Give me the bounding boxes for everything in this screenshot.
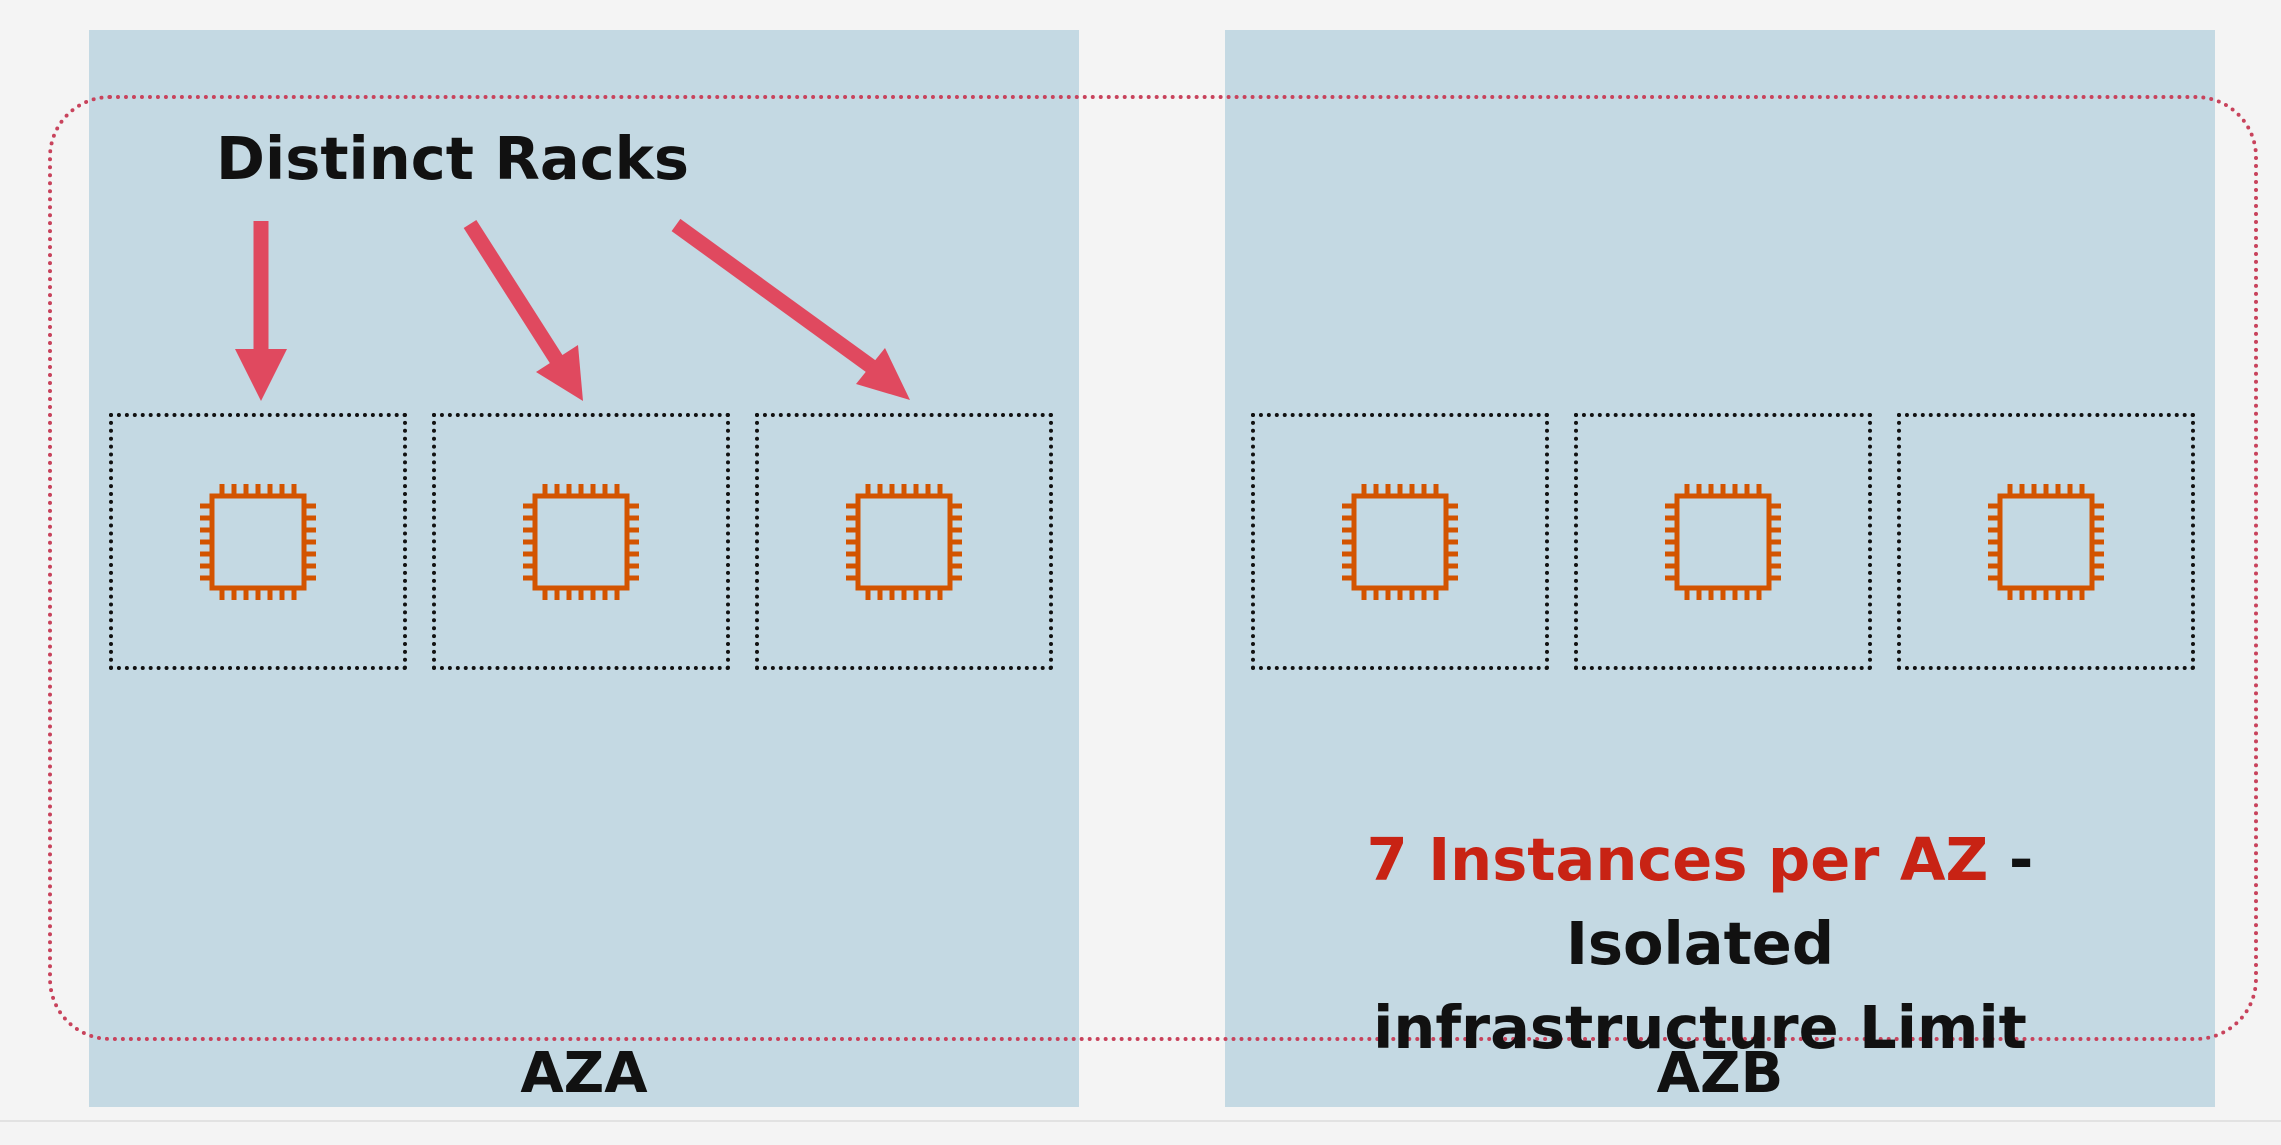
rack-az-b-1: [1251, 413, 1549, 670]
rack-az-b-2: [1574, 413, 1872, 670]
instance-limit-highlight: 7 Instances per AZ: [1366, 825, 1989, 894]
rack-az-a-2: [432, 413, 730, 670]
rack-az-b-3: [1897, 413, 2195, 670]
ec2-instance-chip-icon: [1986, 482, 2106, 602]
ec2-instance-chip-icon: [521, 482, 641, 602]
rack-az-a-1: [109, 413, 407, 670]
ec2-instance-chip-icon: [1340, 482, 1460, 602]
az-b-label: AZB: [1656, 1041, 1784, 1106]
distinct-racks-title: Distinct Racks: [216, 124, 690, 193]
availability-zone-b: AZB: [1225, 30, 2215, 1107]
rack-az-a-3: [755, 413, 1053, 670]
availability-zone-a: AZA: [89, 30, 1079, 1107]
ec2-instance-chip-icon: [844, 482, 964, 602]
instance-limit-line2: infrastructure Limit: [1373, 993, 2027, 1062]
ec2-instance-chip-icon: [1663, 482, 1783, 602]
ec2-instance-chip-icon: [198, 482, 318, 602]
instance-limit-note: 7 Instances per AZ - Isolated infrastruc…: [1260, 818, 2140, 1070]
az-a-label: AZA: [520, 1041, 648, 1106]
bottom-divider: [0, 1120, 2281, 1122]
instance-limit-rest: - Isolated: [1565, 825, 2034, 978]
